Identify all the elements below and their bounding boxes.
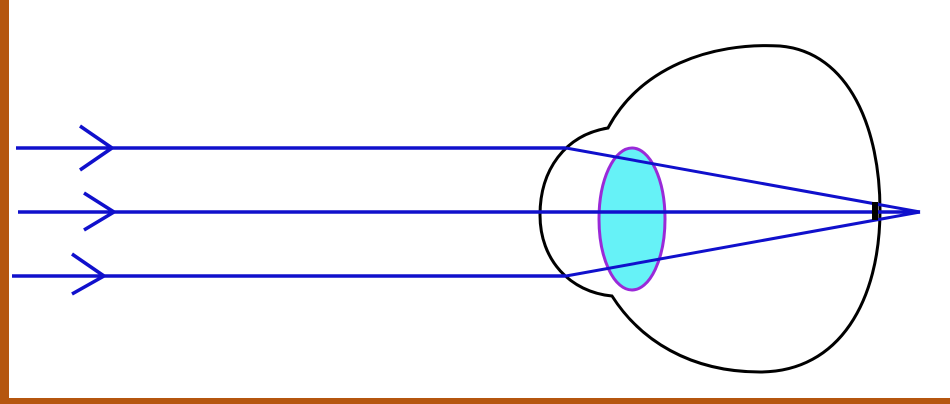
- bottom-ray-arrowhead: [72, 254, 104, 294]
- eyeball-outline: [540, 46, 880, 372]
- retina-mark: [872, 202, 878, 220]
